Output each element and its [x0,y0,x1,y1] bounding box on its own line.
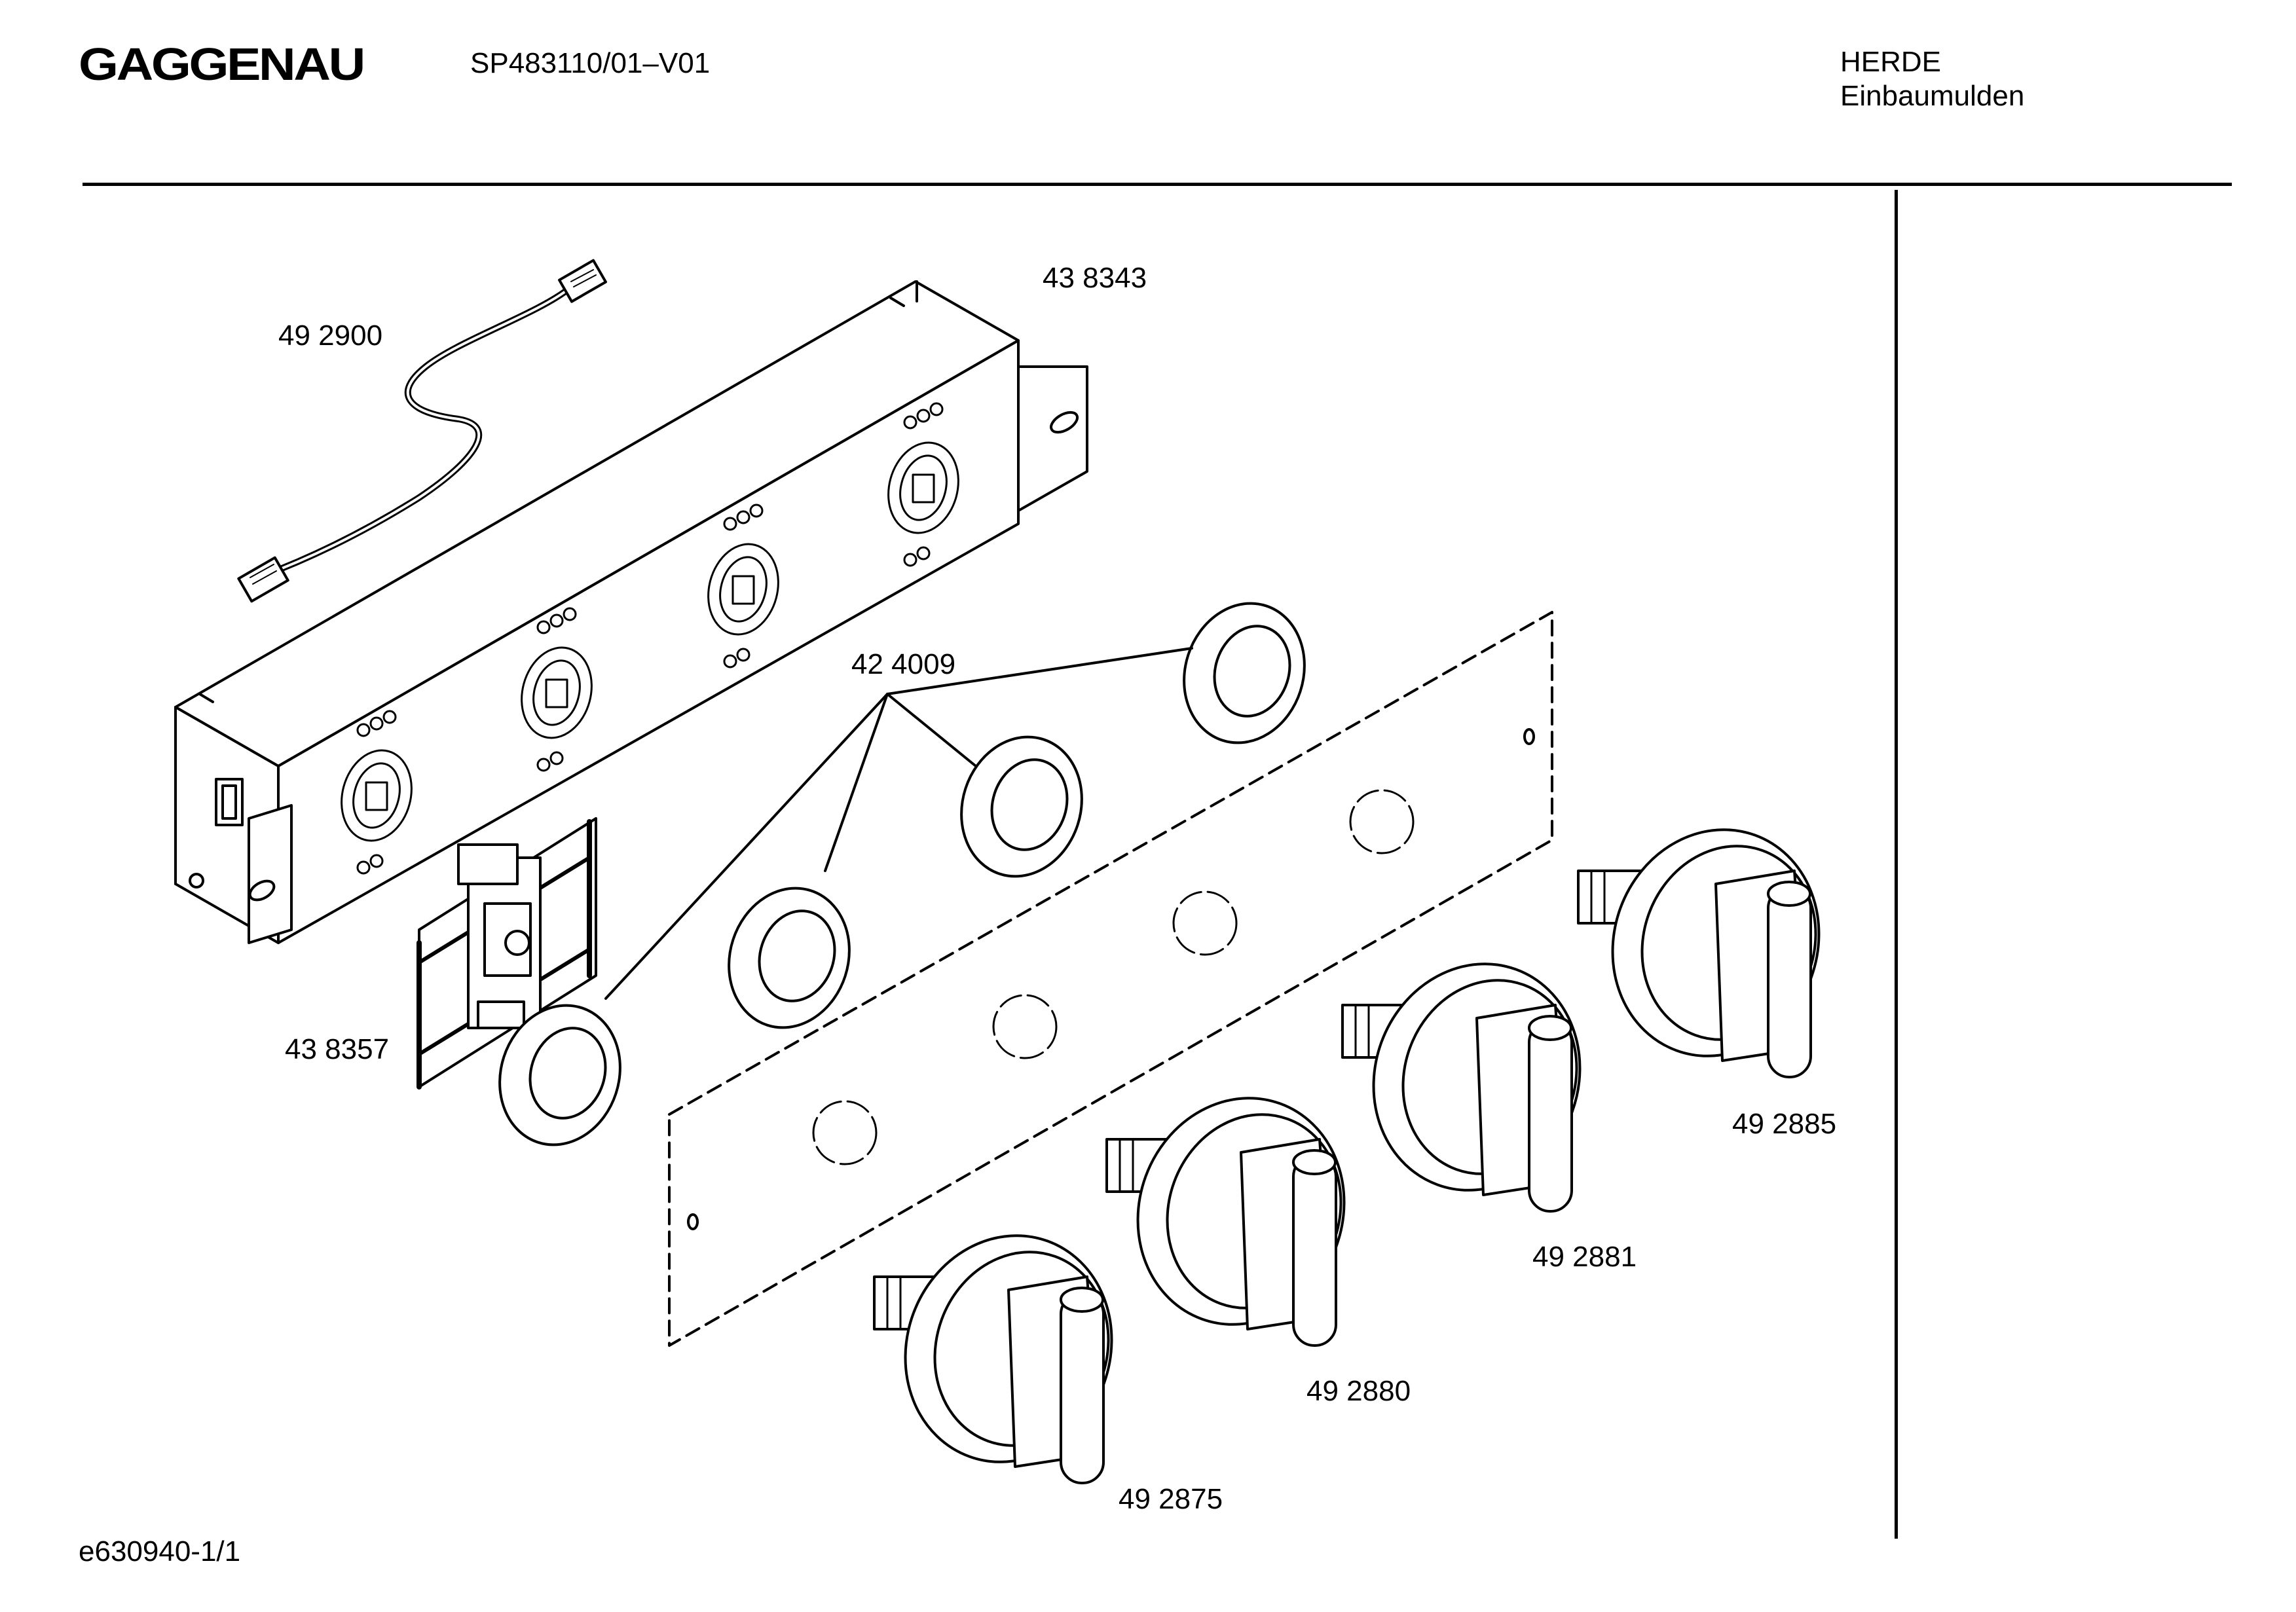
frame-openings [341,402,959,875]
knob-2 [1105,1097,1346,1347]
part-label-rings: 42 4009 [851,648,956,680]
category-subtitle: Einbaumulden [1840,80,2025,112]
knob-4 [1577,828,1821,1078]
model-number: SP483110/01–V01 [470,47,711,79]
cable-assembly [237,259,607,603]
part-label-knob-3: 49 2881 [1532,1241,1637,1273]
drawing-code: e630940-1/1 [79,1535,241,1567]
knob-1 [873,1234,1113,1484]
header-divider [83,183,2232,186]
brand-logo: GAGGENAU [79,39,365,90]
category-title: HERDE [1840,46,1942,78]
part-label-frame: 43 8343 [1043,262,1147,294]
part-label-switch: 43 8357 [285,1033,390,1065]
part-label-cable: 49 2900 [278,320,383,352]
switch-component [417,817,597,1090]
knob-3 [1341,962,1582,1213]
control-frame [174,280,1088,944]
part-label-knob-4: 49 2885 [1732,1108,1837,1140]
margin-divider [1895,190,1898,1539]
part-label-knob-2: 49 2880 [1306,1375,1411,1407]
leader-lines [604,647,1193,1000]
part-label-knob-1: 49 2875 [1119,1483,1223,1515]
front-panel [668,611,1553,1347]
rings-group [498,602,1306,1146]
